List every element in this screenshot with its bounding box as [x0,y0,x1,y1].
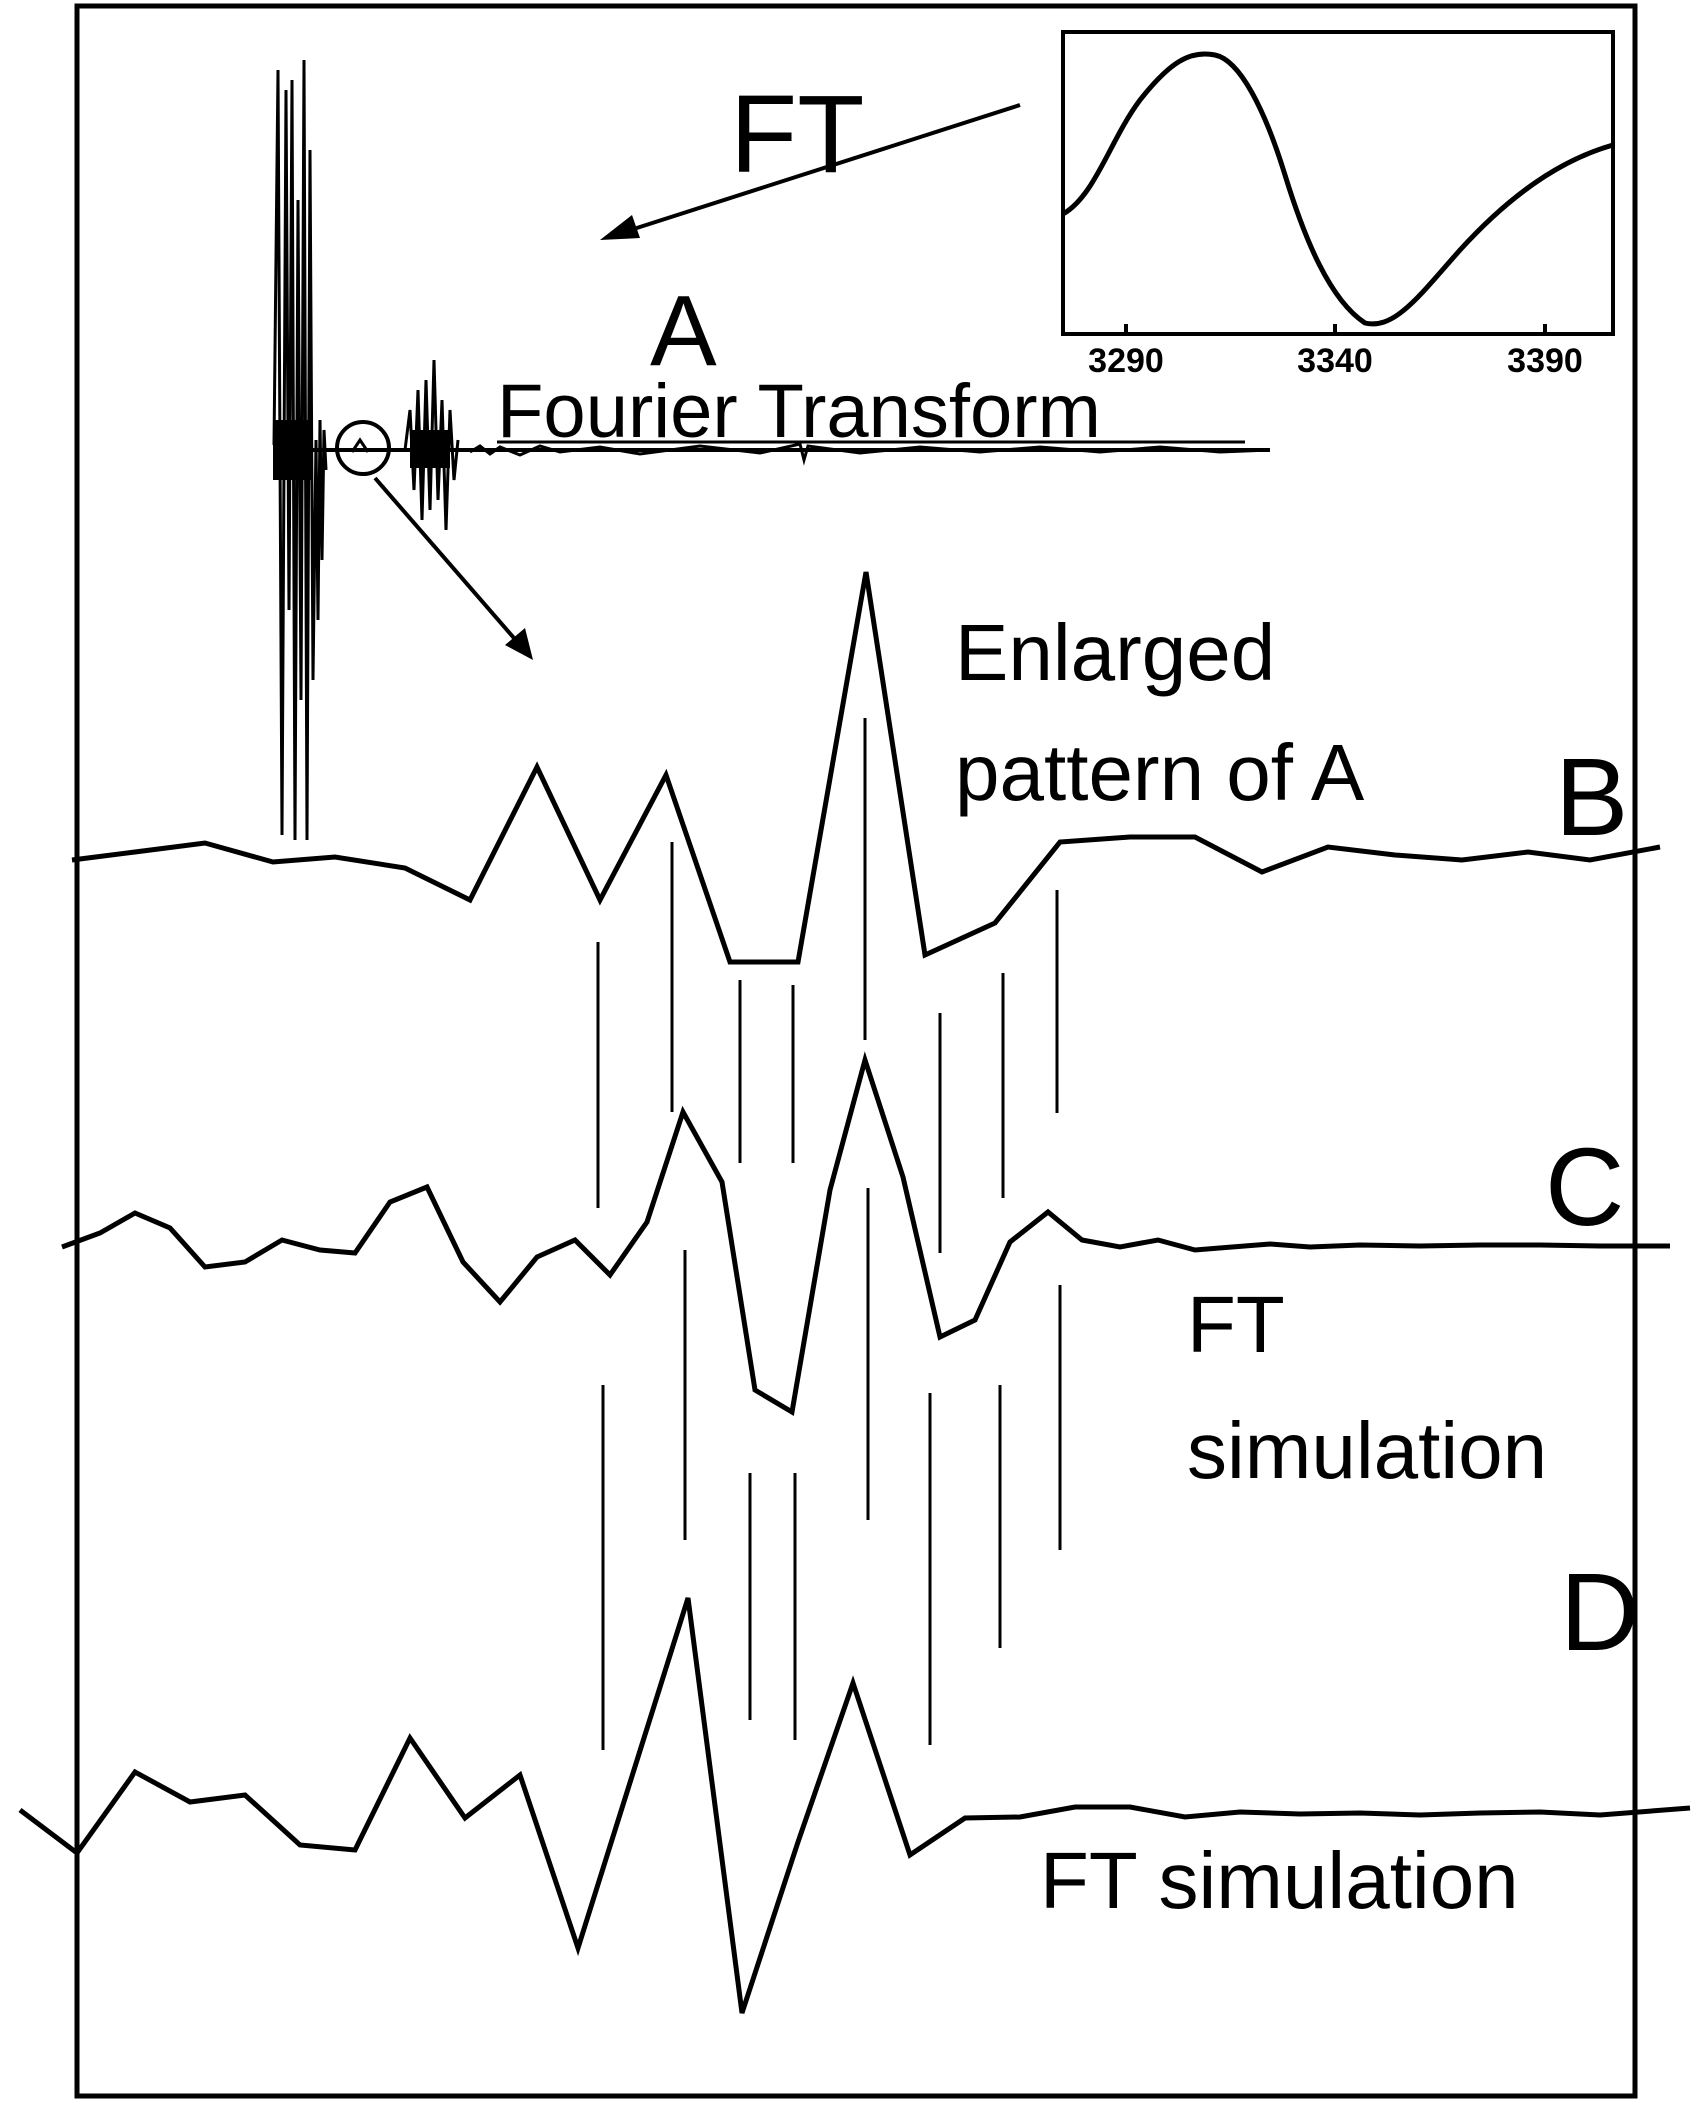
inset-frame [1061,30,1615,336]
zoom-circle [335,420,391,476]
inset-tick-label-3290: 3290 [1088,342,1164,380]
inset-tick-label-3340: 3340 [1297,342,1373,380]
ft-arrow [600,103,1021,240]
figure-frame [74,3,1638,2099]
trace-d [18,1597,1691,2014]
label-b: B [1555,736,1628,859]
inset-curve [1061,51,1614,327]
label-d: D [1560,1551,1639,1674]
c-caption-line2: simulation [1187,1406,1547,1495]
enlarged-label-line1: Enlarged [955,608,1275,697]
label-c: C [1545,1126,1624,1249]
inset-tick-label-3390: 3390 [1507,342,1583,380]
signal-a [272,59,1271,841]
inset-plot: 3290 3340 3390 [1061,30,1615,380]
label-a: A [650,275,717,387]
guides-b-c [596,718,1059,1253]
guides-c-d [601,1188,1062,1750]
c-caption-line1: FT [1187,1280,1285,1369]
fourier-transform-label: Fourier Transform [497,369,1101,454]
trace-b [71,571,1661,965]
enlarged-label-line2: pattern of A [955,728,1365,817]
signal-a-main-burst [272,59,328,841]
trace-c [61,1051,1670,1417]
d-caption: FT simulation [1040,1836,1519,1925]
ft-arrow-label: FT [730,73,864,196]
zoom-indicator [335,420,533,660]
